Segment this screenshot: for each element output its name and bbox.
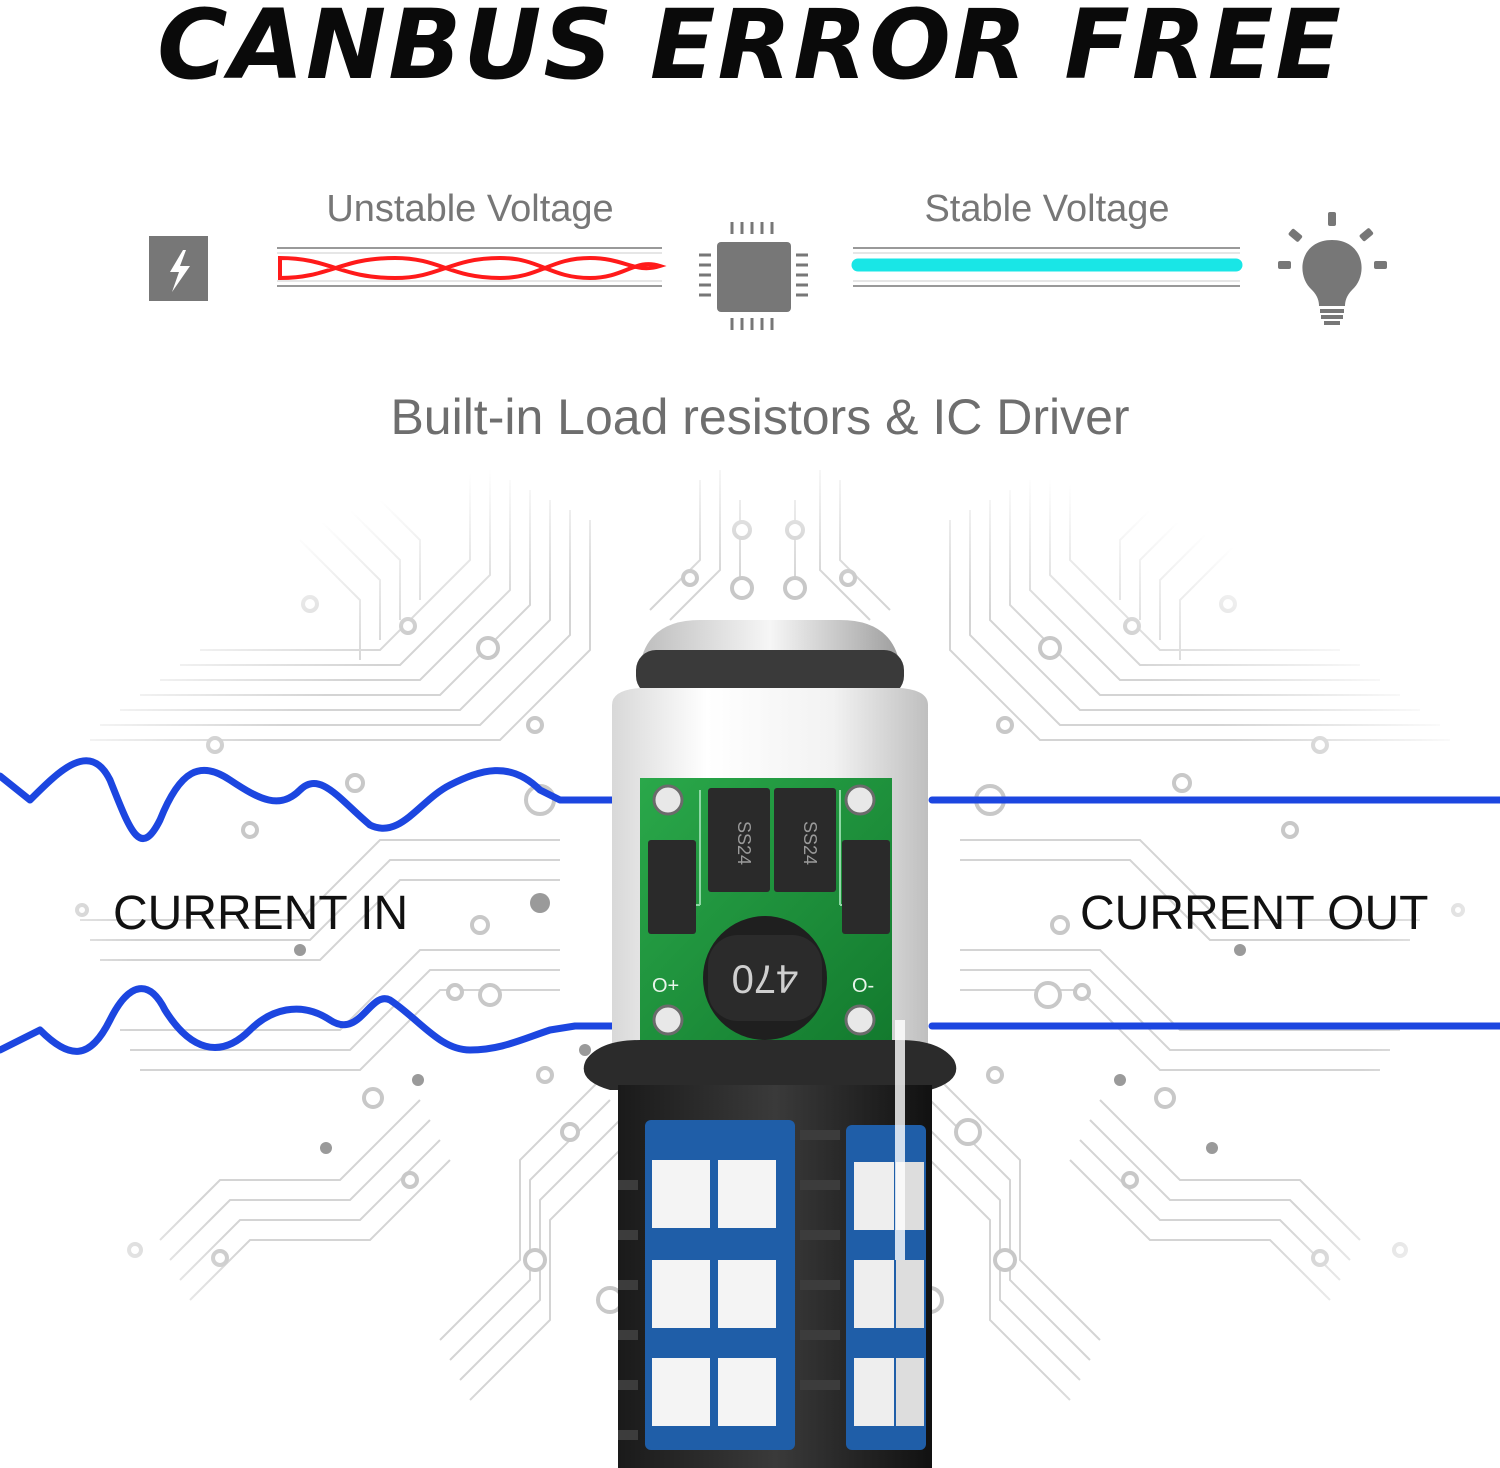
current-in-wave-bottom (0, 985, 616, 1055)
led-strip-front (645, 1120, 795, 1450)
led-chip (652, 1260, 710, 1328)
led-chip (854, 1162, 894, 1230)
led-chip (896, 1358, 924, 1426)
current-in-label: CURRENT IN (113, 887, 409, 940)
board-screws (652, 784, 876, 1036)
power-source-icon (149, 236, 208, 301)
pad-minus-label: O- (852, 975, 874, 997)
current-in-wave-top (0, 757, 616, 842)
voltage-flow (149, 212, 1387, 330)
stable-voltage-line (851, 247, 1243, 287)
pad-plus-label: O+ (652, 975, 679, 997)
builtin-feature-label: Built-in Load resistors & IC Driver (390, 389, 1130, 445)
diode-marking: SS24 (800, 821, 820, 865)
led-chip (854, 1358, 894, 1426)
led-strip-side (846, 1125, 926, 1450)
bulb-lens-ring (636, 650, 904, 696)
led-chip (718, 1260, 776, 1328)
led-chip (718, 1160, 776, 1228)
current-wires (0, 757, 1500, 1055)
highlight (895, 1020, 905, 1260)
bulb-fins (618, 1130, 840, 1440)
inductor-marking: 470 (732, 956, 799, 1000)
light-bulb-icon (1278, 212, 1387, 325)
headline: CANBUS ERROR FREE (157, 0, 1343, 101)
led-chip (652, 1358, 710, 1426)
chip-icon (699, 222, 808, 330)
led-chip (896, 1260, 924, 1328)
unstable-voltage-line (277, 247, 667, 287)
led-chip (854, 1260, 894, 1328)
board-diodes: SS24 SS24 (648, 788, 890, 934)
stable-voltage-label: Stable Voltage (924, 188, 1170, 230)
unstable-voltage-label: Unstable Voltage (326, 188, 614, 230)
led-chip (718, 1358, 776, 1426)
bulb-collar (583, 1040, 957, 1090)
led-bulb: SS24 SS24 470 O+ O- (583, 620, 957, 1468)
diode-marking: SS24 (734, 821, 754, 865)
current-out-label: CURRENT OUT (1080, 887, 1429, 940)
led-chip (652, 1160, 710, 1228)
board-inductor: 470 (703, 916, 827, 1040)
